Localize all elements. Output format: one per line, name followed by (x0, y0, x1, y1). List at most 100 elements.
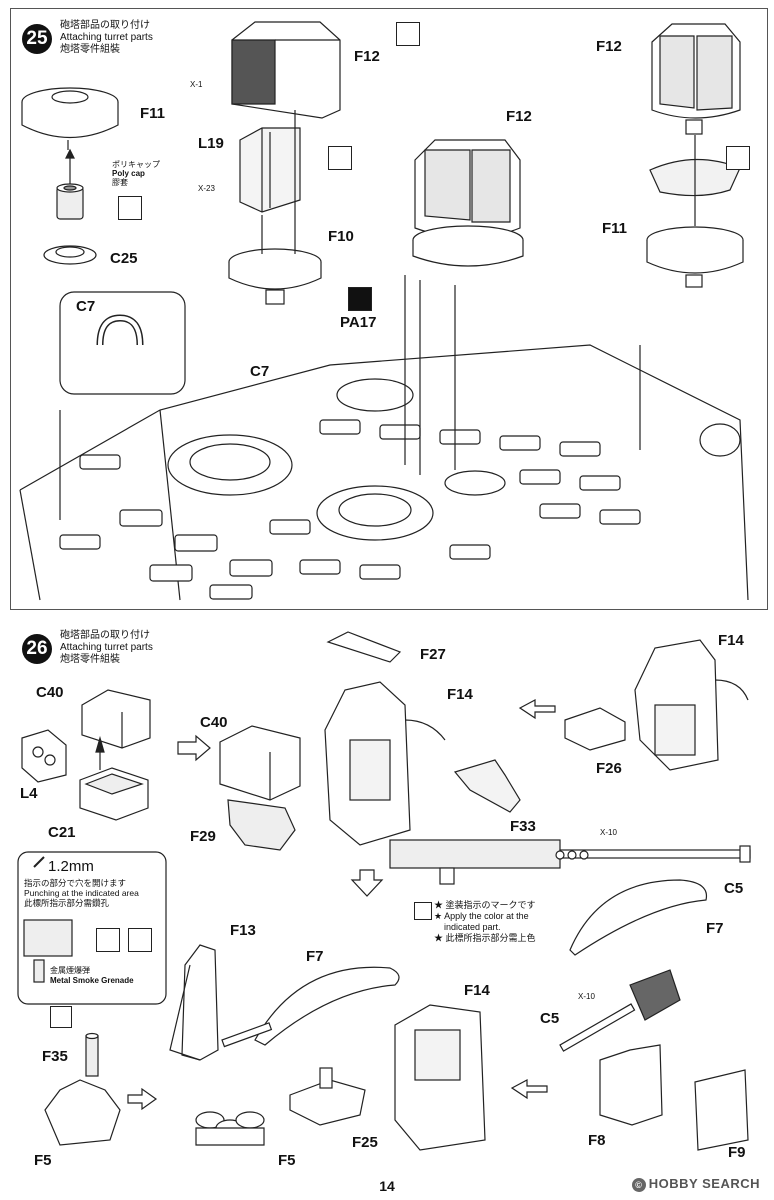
drill-instructions-en: Punching at the indicated area (24, 888, 139, 898)
part-label-c25: C25 (110, 250, 138, 267)
c7-callout-bubble (59, 291, 186, 395)
step-25-title-cn: 炮塔零件組裝 (60, 44, 120, 55)
part-label-f14-main: F14 (447, 686, 473, 703)
step-25-title-en: Attaching turret parts (60, 32, 153, 43)
paint-note: ★ 塗装指示のマークです ★ Apply the color at the in… (434, 900, 536, 944)
drill-callout-box (17, 851, 167, 1005)
paint-brush-icon-2 (328, 146, 352, 170)
part-label-f12-b: F12 (506, 108, 532, 125)
part-label-pa17: PA17 (340, 314, 377, 331)
watermark: ©HOBBY SEARCH (631, 1176, 760, 1192)
paint-note-jp: ★ 塗装指示のマークです (434, 900, 536, 910)
color-label-x10-right: X-10 (578, 992, 595, 1001)
part-label-f13: F13 (230, 922, 256, 939)
f12-open-drawing (231, 21, 341, 119)
alternate-parts-icon (50, 1006, 72, 1028)
paint-note-cn: ★ 此標所指示部分需上色 (434, 933, 536, 943)
f12-right-drawing (651, 23, 741, 135)
part-label-c40-large: C40 (200, 714, 228, 731)
step-25-title-jp: 砲塔部品の取り付け (60, 20, 150, 31)
part-label-f7-right: F7 (706, 920, 724, 937)
f9-drawing (694, 1069, 749, 1151)
f33-drawing (453, 759, 521, 813)
part-label-f14-lower: F14 (464, 982, 490, 999)
f14-right-drawing (634, 639, 749, 771)
c40-large-drawing (219, 725, 301, 801)
polycap-label-jp: ポリキャップ (112, 160, 160, 169)
part-label-f7-left: F7 (306, 948, 324, 965)
part-label-f5-lower: F5 (278, 1152, 296, 1169)
part-label-c5: C5 (724, 880, 744, 897)
smoke-grenade-label: 金属煙爆弾 Metal Smoke Grenade (50, 966, 134, 986)
l19-drawing (239, 127, 301, 213)
paint-note-en2: indicated part. (444, 922, 501, 932)
paint-note-en1: ★ Apply the color at the (434, 911, 529, 921)
f27-drawing (326, 631, 402, 663)
hull-panels (59, 419, 641, 600)
paint-brush-icon (396, 22, 420, 46)
f29-drawing (227, 799, 296, 851)
part-label-f9: F9 (728, 1144, 746, 1161)
drill-instructions-jp: 指示の部分で穴を開けます (24, 878, 127, 888)
step-25-title: 砲塔部品の取り付け Attaching turret parts 炮塔零件組裝 (60, 20, 153, 56)
polycap-label: ポリキャップ Poly cap 膠套 (112, 160, 160, 187)
polycap-label-cn: 膠套 (112, 178, 128, 187)
f11-ring-drawing (21, 87, 119, 150)
drill-size: 1.2mm (48, 858, 94, 875)
watermark-text: HOBBY SEARCH (648, 1176, 760, 1191)
part-label-f26: F26 (596, 760, 622, 777)
color-label-x1: X-1 (190, 80, 203, 89)
smoke-grenade-jp: 金属煙爆弾 (50, 966, 90, 975)
hull-drawing (19, 344, 749, 601)
l4-drawing (21, 729, 67, 783)
f14-lower-drawing (394, 1004, 486, 1151)
color-label-x10-gun: X-10 (600, 828, 617, 837)
part-label-f11-right: F11 (602, 220, 628, 237)
drill-instructions: 指示の部分で穴を開けます Punching at the indicated a… (24, 878, 139, 908)
f8-drawing (599, 1044, 663, 1126)
part-label-c5-right: C5 (540, 1010, 560, 1027)
step-25-number: 25 (22, 24, 52, 54)
part-label-c7-callout: C7 (76, 298, 96, 315)
f12-center-drawing (412, 139, 524, 267)
smoke-grenade-en: Metal Smoke Grenade (50, 976, 134, 985)
part-label-c7: C7 (250, 363, 270, 380)
drill-icon (96, 928, 120, 952)
part-label-c40-small: C40 (36, 684, 64, 701)
f11-right-drawing (646, 226, 744, 288)
f35-drawing (85, 1032, 99, 1077)
part-label-f12-c: F12 (596, 38, 622, 55)
c40-small-drawing (81, 689, 151, 749)
c21-drawing (79, 767, 149, 821)
f25-drawing (289, 1067, 366, 1126)
part-label-f8: F8 (588, 1132, 606, 1149)
cement-icon-2 (128, 928, 152, 952)
polycap-drawing (56, 183, 84, 220)
c5-gun-right-drawing (559, 969, 681, 1052)
part-label-f25: F25 (352, 1134, 378, 1151)
drill-instructions-cn: 此標所指示部分需鑽孔 (24, 898, 110, 908)
part-label-f27: F27 (420, 646, 446, 663)
cement-icon (348, 287, 372, 311)
part-label-f29: F29 (190, 828, 216, 845)
part-label-l4: L4 (20, 785, 38, 802)
polycap-label-en: Poly cap (112, 169, 145, 178)
part-label-f11: F11 (140, 105, 166, 122)
f13-drawing (169, 944, 219, 1061)
f7-left-drawing (221, 966, 400, 1048)
f5-left-drawing (44, 1079, 121, 1146)
part-label-c21: C21 (48, 824, 76, 841)
f26-drawing (564, 707, 626, 751)
step-26-number: 26 (22, 634, 52, 664)
page-number: 14 (379, 1178, 395, 1194)
part-label-f5-left: F5 (34, 1152, 52, 1169)
f7-right-drawing (569, 879, 708, 956)
no-glue-icon (118, 196, 142, 220)
part-label-f35: F35 (42, 1048, 68, 1065)
part-label-f33: F33 (510, 818, 536, 835)
f10-drawing (228, 248, 322, 305)
watermark-logo-icon: © (631, 1177, 646, 1192)
part-label-f14-right: F14 (718, 632, 744, 649)
part-label-f10: F10 (328, 228, 354, 245)
